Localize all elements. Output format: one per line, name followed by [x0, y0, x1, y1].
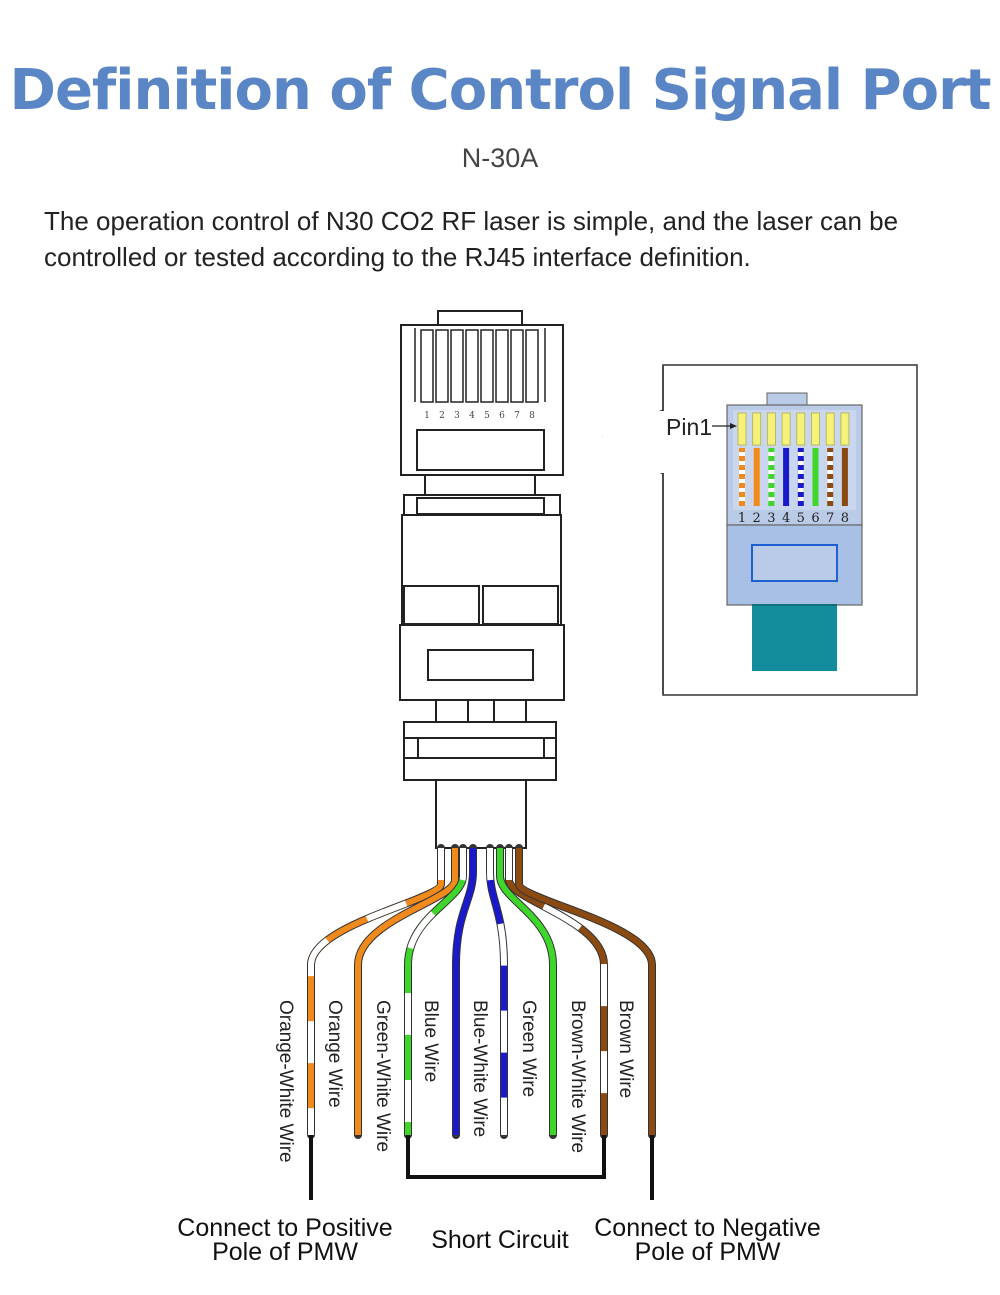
- pin-number-2: 2: [439, 411, 445, 421]
- wire-2: [355, 848, 458, 1135]
- inset-contact-8: [840, 412, 850, 446]
- inset-pin-number-3: 3: [767, 511, 775, 526]
- inset-contact-7: [825, 412, 835, 446]
- inset-wire-4: [783, 448, 790, 506]
- inset-pin-number-7: 7: [826, 511, 834, 526]
- wire-labels: Orange-White Wire Orange Wire Green-White …: [275, 1000, 636, 1163]
- negative-pole-line2: Pole of PMW: [634, 1238, 781, 1266]
- inset-pin-number-1: 1: [738, 511, 746, 526]
- inset-wire-1: [739, 448, 745, 506]
- description-text: The operation control of N30 CO2 RF lase…: [44, 206, 899, 272]
- pin-number-7: 7: [514, 411, 520, 421]
- wire-8: [516, 848, 655, 1135]
- wire-label-4: Blue Wire: [420, 1000, 441, 1082]
- inset-contact-2: [752, 412, 762, 446]
- inset-stripe: [739, 497, 745, 501]
- positive-pole-line1: Connect to Positive: [177, 1214, 393, 1242]
- inset-stripe: [797, 461, 804, 465]
- inset-stripe: [768, 461, 775, 465]
- page-title: Definition of Control Signal Port: [9, 58, 991, 123]
- wire-stripe-1: [308, 848, 444, 1135]
- inset-stripe: [739, 461, 745, 465]
- inset-stripe: [739, 452, 745, 456]
- wire-stripe-5: [487, 848, 507, 1135]
- pin-number-6: 6: [499, 411, 505, 421]
- inset-pin-number-2: 2: [753, 511, 761, 526]
- inset-stripe: [739, 488, 745, 492]
- inset-pin-number-4: 4: [782, 511, 790, 526]
- inset-stripe: [827, 479, 834, 483]
- wire-4: [453, 848, 476, 1135]
- inset-wire-6: [812, 448, 819, 506]
- pin-number-4: 4: [469, 411, 475, 421]
- wire-label-3: Green-White Wire: [372, 1000, 393, 1152]
- inset-stripe: [768, 479, 775, 483]
- inset-wire-2: [753, 448, 760, 506]
- inset-contact-1: [737, 412, 747, 446]
- wire-label-2: Orange Wire: [324, 1000, 345, 1108]
- inset-wire-8: [841, 448, 848, 506]
- inset-stripe: [797, 452, 804, 456]
- negative-pole-label: Connect to Negative Pole of PMW: [585, 1214, 830, 1266]
- pin-number-1: 1: [424, 411, 430, 421]
- inset-contact-4: [781, 412, 791, 446]
- wire-label-8: Brown Wire: [615, 1000, 636, 1098]
- short-circuit-label: Short Circuit: [431, 1226, 569, 1254]
- inset-pin-number-6: 6: [811, 511, 819, 526]
- inset-wire-5: [797, 448, 804, 506]
- inset-stripe: [797, 488, 804, 492]
- wire-label-6: Green Wire: [518, 1000, 539, 1097]
- black-leads: [309, 1135, 654, 1200]
- wire-6: [497, 848, 556, 1135]
- inset-pin-number-5: 5: [797, 511, 805, 526]
- inset-stripe: [797, 479, 804, 483]
- inset-stripe: [797, 497, 804, 501]
- inset-contact-6: [811, 412, 820, 446]
- wire-label-7: Brown-White Wire: [567, 1000, 588, 1153]
- inset-stripe: [768, 488, 775, 492]
- inset-pin-number-8: 8: [841, 511, 849, 526]
- wire-bundle: [307, 844, 656, 1139]
- inset-stripe: [768, 497, 775, 501]
- wire-3: [405, 848, 466, 1135]
- inset-stripe: [827, 497, 834, 501]
- pin-number-8: 8: [529, 411, 535, 421]
- inset-stripe: [739, 470, 745, 474]
- model-subtitle: N-30A: [461, 143, 539, 173]
- inset-stripe: [827, 461, 834, 465]
- inset-stripe: [827, 470, 834, 474]
- inset-wire-7: [827, 448, 834, 506]
- negative-pole-line1: Connect to Negative: [594, 1214, 821, 1242]
- pin-number-5: 5: [484, 411, 490, 421]
- inset-wire-3: [768, 448, 775, 506]
- positive-pole-label: Connect to Positive Pole of PMW: [165, 1214, 405, 1266]
- inset-stripe: [797, 470, 804, 474]
- wire-stripe-7: [506, 848, 607, 1135]
- inset-contact-5: [796, 412, 806, 446]
- rj45-plug-drawing: [399, 310, 565, 849]
- inset-stripe: [827, 488, 834, 492]
- pin-number-3: 3: [454, 411, 460, 421]
- inset-stripe: [739, 479, 745, 483]
- positive-pole-line2: Pole of PMW: [212, 1238, 358, 1266]
- short-circuit-loop: [406, 1135, 606, 1179]
- inset-stripe: [768, 452, 775, 456]
- inset-contact-3: [767, 412, 776, 446]
- inset-stripe: [827, 452, 834, 456]
- pin1-callout-label: Pin1: [666, 414, 712, 440]
- inset-stripe: [768, 470, 775, 474]
- wire-label-5: Blue-White Wire: [469, 1000, 490, 1137]
- wire-label-1: Orange-White Wire: [275, 1000, 296, 1163]
